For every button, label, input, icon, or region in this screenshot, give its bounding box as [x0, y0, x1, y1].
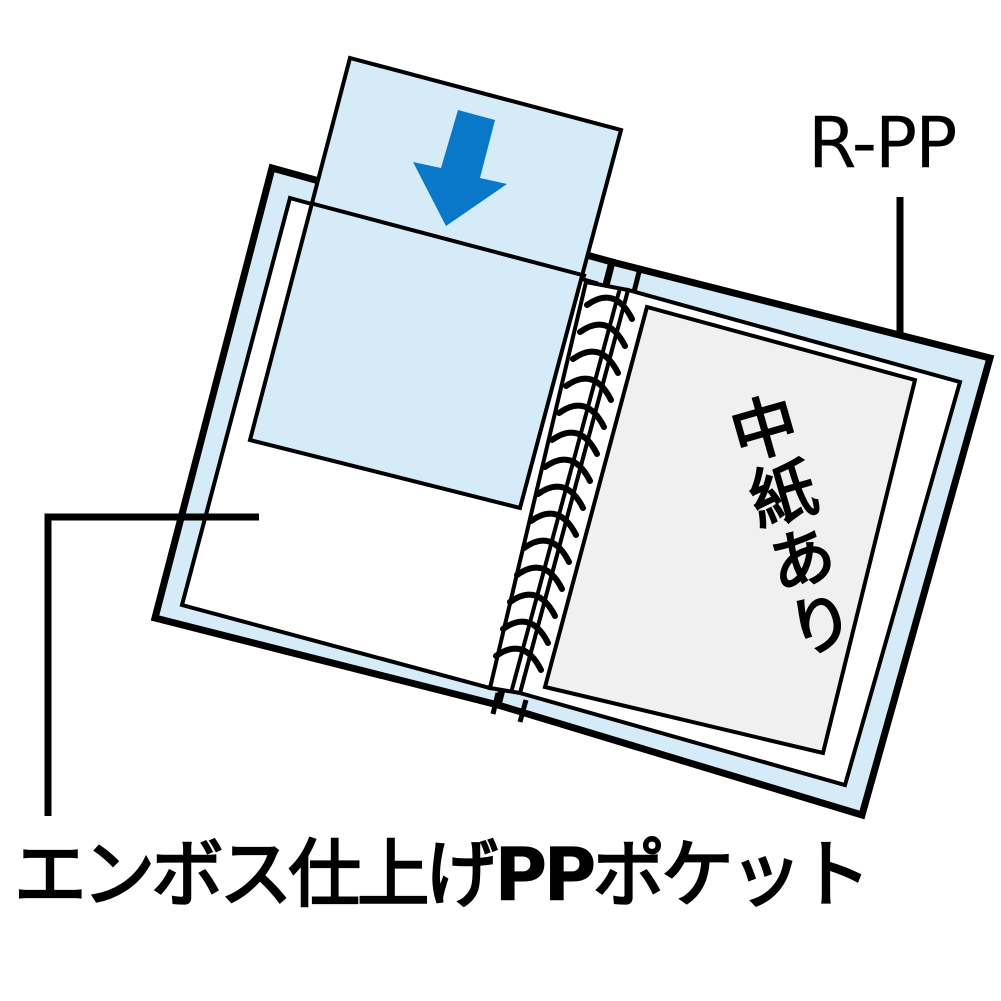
pp-pocket-sheet [247, 55, 624, 511]
pocket-material-label: エンボス仕上げPPポケット [14, 832, 871, 918]
cover-material-label: R-PP [808, 102, 957, 184]
pocket-callout-line [44, 513, 259, 816]
right-cover [493, 257, 995, 820]
arrow-down-icon [413, 110, 507, 226]
binder-rings-icon [493, 294, 635, 673]
